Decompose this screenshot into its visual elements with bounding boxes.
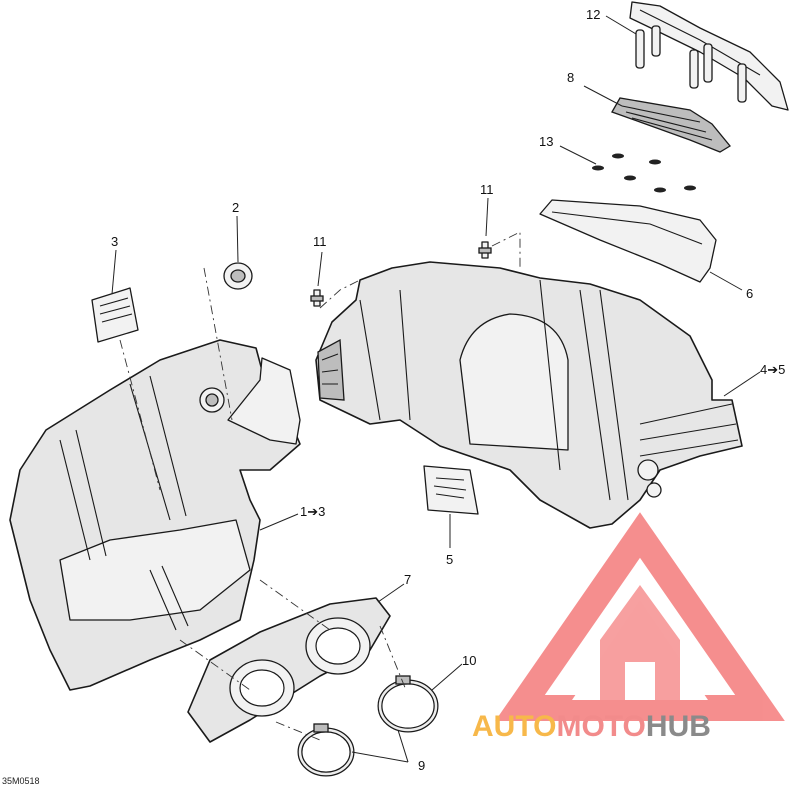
watermark-hub: HUB (646, 710, 711, 743)
callout-11-right: 11 (480, 182, 494, 197)
callout-4-to-5: 4➔5 (760, 362, 785, 377)
air-silencer-housing-right (315, 261, 743, 529)
watermark-moto: MOTO (556, 710, 645, 743)
callout-10: 10 (462, 653, 476, 668)
part-2-grommet (223, 262, 253, 290)
part-12-top-cover (629, 1, 789, 111)
watermark-auto: AUTO (472, 710, 556, 743)
assembly-lines (119, 231, 521, 741)
leader-lines (111, 15, 761, 763)
callout-9: 9 (418, 758, 425, 773)
part-13-clips (592, 153, 696, 193)
part-6-foam-pad (539, 199, 717, 283)
air-silencer-housing-left (9, 339, 301, 691)
reference-code: 35M0518 (2, 776, 40, 786)
watermark-text: AUTOMOTOHUB (472, 710, 711, 743)
part-11-screw-left (310, 289, 324, 307)
callout-5: 5 (446, 552, 453, 567)
part-3-label (91, 287, 139, 343)
callout-13: 13 (539, 134, 553, 149)
svg-text:AUTOMOTOHUB: AUTOMOTOHUB (472, 710, 711, 743)
callout-8: 8 (567, 70, 574, 85)
part-5-label (423, 465, 479, 515)
part-8-grille (611, 97, 731, 153)
part-10-clamp-right (377, 675, 439, 733)
part-11-screw-right (478, 241, 492, 259)
callout-6: 6 (746, 286, 753, 301)
callout-labels: 12 8 13 11 11 2 3 6 4➔5 1➔3 5 7 10 9 (111, 7, 785, 773)
callout-2: 2 (232, 200, 239, 215)
callout-11-left: 11 (313, 234, 327, 249)
callout-12: 12 (586, 7, 600, 22)
callout-3: 3 (111, 234, 118, 249)
part-7-adaptor-plate (187, 597, 391, 743)
callout-1-to-3: 1➔3 (300, 504, 325, 519)
part-10-clamp-left (297, 723, 355, 777)
watermark-logo (495, 512, 785, 721)
callout-7: 7 (404, 572, 411, 587)
